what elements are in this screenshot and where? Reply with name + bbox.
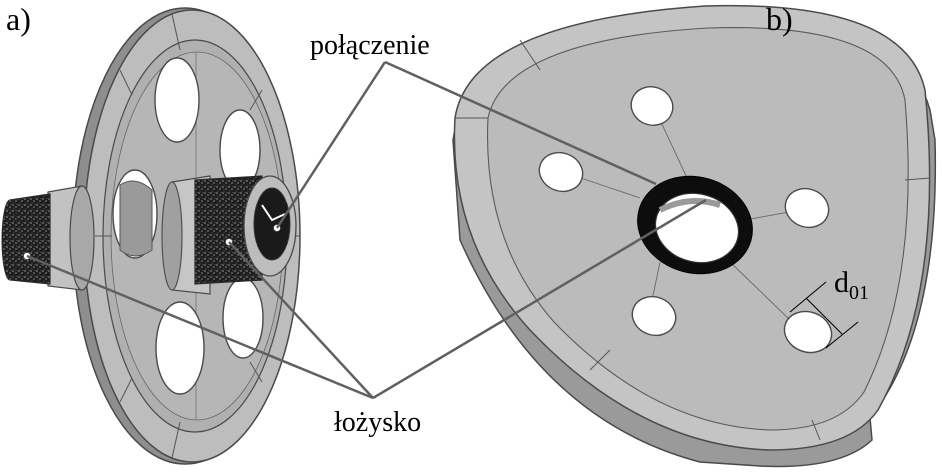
bearing-label: łożysko xyxy=(334,407,421,438)
wheel-disk-b xyxy=(452,4,937,468)
panel-b-label: b) xyxy=(766,1,793,37)
diameter-label: d01 xyxy=(834,266,869,304)
diameter-subscript: 01 xyxy=(849,282,869,304)
panel-a-label: a) xyxy=(6,1,31,37)
leader-lines xyxy=(26,60,707,400)
wheel-assembly-a xyxy=(1,7,301,465)
diameter-symbol: d xyxy=(834,266,849,299)
connection-label: połączenie xyxy=(310,30,430,61)
